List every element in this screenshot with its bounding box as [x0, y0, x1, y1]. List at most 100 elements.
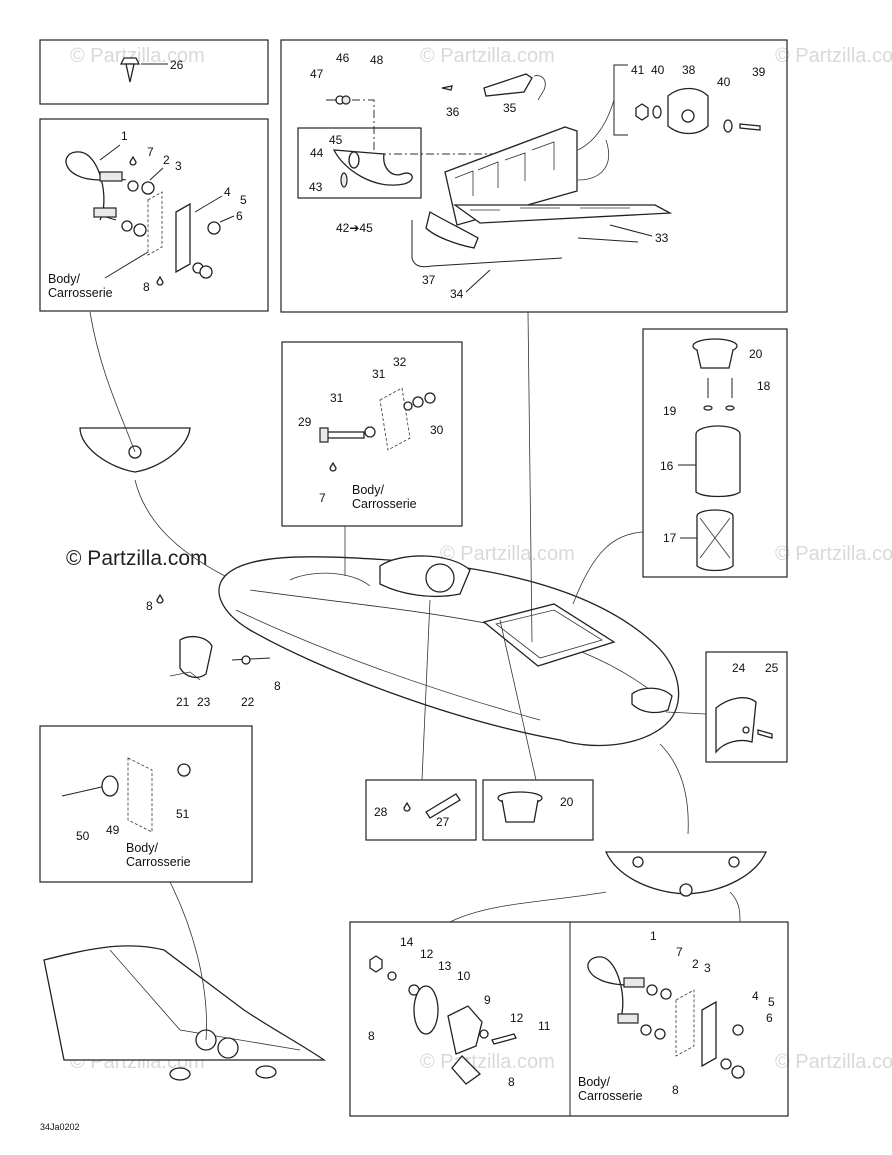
callout-8: 8 [146, 599, 153, 613]
callout-12: 12 [420, 947, 434, 961]
callout-46: 46 [336, 51, 350, 65]
callout-11: 11 [538, 1019, 551, 1033]
callout-4: 4 [224, 185, 231, 199]
callout-9: 9 [484, 993, 491, 1007]
callout-4: 4 [752, 989, 759, 1003]
callout-26: 26 [170, 58, 184, 72]
box-storage-bin: 47 46 48 36 35 45 44 43 42➔45 33 37 34 [280, 39, 788, 313]
carrosserie-label: Carrosserie [126, 855, 191, 869]
callout-33: 33 [655, 231, 669, 245]
callout-19: 19 [663, 404, 677, 418]
callout-49: 49 [106, 823, 120, 837]
bow-cover-detail [79, 427, 191, 473]
watermark-text: © Partzilla.com [440, 543, 575, 565]
callout-20: 20 [749, 347, 763, 361]
callout-8: 8 [672, 1083, 679, 1097]
callout-47: 47 [310, 67, 324, 81]
callout-45: 45 [329, 133, 343, 147]
box-hose-27-28: 28 27 [365, 779, 477, 841]
callout-51: 51 [176, 807, 190, 821]
leader-lines [89, 139, 741, 1041]
callout-41: 41 [631, 63, 645, 77]
body-label: Body/ [352, 483, 384, 497]
callout-25: 25 [765, 661, 779, 675]
callout-31: 31 [330, 391, 344, 405]
callout-23: 23 [197, 695, 211, 709]
callout-10: 10 [457, 969, 471, 983]
watermark-text: © Partzilla.com [420, 45, 555, 67]
box-fasteners-center: 32 31 31 29 30 7 Body/ Carrosserie [281, 341, 463, 527]
callout-14: 14 [400, 935, 414, 949]
watermark-text: © Partzilla.com [420, 1051, 555, 1073]
callout-36: 36 [446, 105, 460, 119]
callout-40: 40 [651, 63, 665, 77]
body-label: Body/ [126, 841, 158, 855]
callout-20: 20 [560, 795, 574, 809]
carrosserie-label: Carrosserie [48, 286, 113, 300]
watermark-text: © Partzilla.com [775, 1051, 892, 1073]
box-bumper-24-25: 24 25 [705, 651, 788, 763]
callout-range-42-45: 42➔45 [336, 221, 373, 235]
callout-32: 32 [393, 355, 407, 369]
callout-22: 22 [241, 695, 255, 709]
callout-30: 30 [430, 423, 444, 437]
callout-43: 43 [309, 180, 323, 194]
callout-13: 13 [438, 959, 452, 973]
carrosserie-label: Carrosserie [352, 497, 417, 511]
callout-24: 24 [732, 661, 746, 675]
copyright-text: © Partzilla.com [66, 547, 208, 570]
watermark-text: © Partzilla.com [70, 45, 205, 67]
box-screw-26: 26 [39, 39, 269, 105]
box-handle-left: 1 7 2 3 4 5 6 Body/ Carrosserie 8 [39, 118, 269, 312]
callout-34: 34 [450, 287, 464, 301]
callout-16: 16 [660, 459, 674, 473]
callout-39: 39 [752, 65, 766, 79]
diagram-ref-code: 34Ja0202 [40, 1122, 80, 1132]
watermark-text: © Partzilla.com [775, 45, 892, 67]
box-fasteners-49-51: 50 49 51 Body/ Carrosserie [39, 725, 253, 883]
carrosserie-label: Carrosserie [578, 1089, 643, 1103]
stern-hull-detail [43, 945, 327, 1081]
callout-5: 5 [768, 995, 775, 1009]
callout-8: 8 [508, 1075, 515, 1089]
callout-50: 50 [76, 829, 90, 843]
callout-2: 2 [163, 153, 170, 167]
callout-7: 7 [319, 491, 326, 505]
callout-35: 35 [503, 101, 517, 115]
oil-drop-icon [329, 461, 337, 472]
callout-28: 28 [374, 805, 388, 819]
callout-8: 8 [274, 679, 281, 693]
oil-drop-icon [156, 275, 164, 286]
body-label: Body/ [578, 1075, 610, 1089]
callout-37: 37 [422, 273, 436, 287]
callout-8: 8 [143, 280, 150, 294]
callout-8: 8 [368, 1029, 375, 1043]
callout-40: 40 [717, 75, 731, 89]
callout-31: 31 [372, 367, 386, 381]
callout-7: 7 [147, 145, 154, 159]
callout-6: 6 [766, 1011, 773, 1025]
watermark-text: © Partzilla.com [775, 543, 892, 565]
nose-parts-21-23: 8 21 23 22 8 [146, 593, 281, 709]
oil-drop-icon [403, 801, 411, 812]
callout-2: 2 [692, 957, 699, 971]
callout-7: 7 [676, 945, 683, 959]
stern-cover-detail [604, 851, 768, 897]
callout-5: 5 [240, 193, 247, 207]
oil-drop-icon [156, 593, 164, 604]
callout-1: 1 [121, 129, 128, 143]
watercraft-hull [218, 555, 680, 747]
callout-3: 3 [175, 159, 182, 173]
box-cup-holder: 20 18 19 16 17 [642, 328, 788, 578]
callout-27: 27 [436, 815, 450, 829]
callout-44: 44 [310, 146, 324, 160]
callout-21: 21 [176, 695, 190, 709]
callout-17: 17 [663, 531, 677, 545]
callout-1: 1 [650, 929, 657, 943]
box-drain-plug: 14 12 13 10 9 12 11 8 8 1 7 2 3 4 5 6 [349, 921, 789, 1117]
callout-6: 6 [236, 209, 243, 223]
body-label: Body/ [48, 272, 80, 286]
box-cup-20: 20 [482, 779, 594, 841]
